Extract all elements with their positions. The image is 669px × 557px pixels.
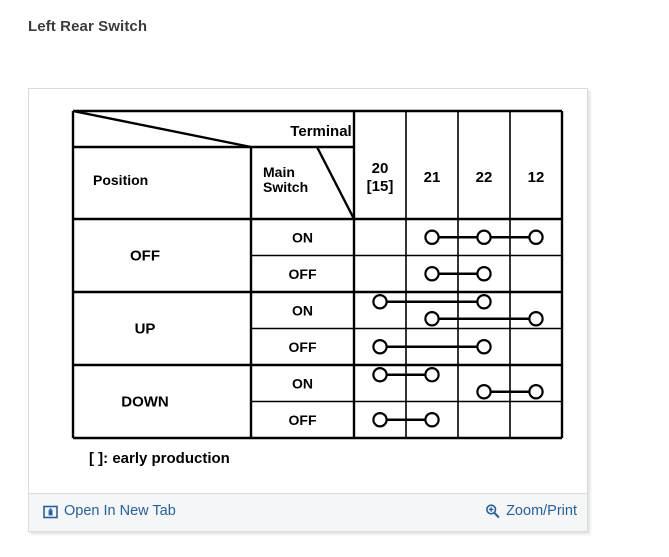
svg-text:ON: ON [292,375,313,391]
svg-text:20: 20 [372,160,389,177]
svg-text:OFF: OFF [289,412,317,428]
svg-text:21: 21 [424,169,441,186]
svg-text:Position: Position [93,172,148,188]
svg-text:OFF: OFF [289,266,317,282]
svg-text:ON: ON [292,302,313,318]
svg-text:OFF: OFF [130,248,160,265]
zoom-print-label: Zoom/Print [506,503,577,519]
external-link-icon [43,504,58,519]
page-title: Left Rear Switch [28,18,148,35]
early-production-note: [ ]: early production [89,450,230,467]
svg-text:12: 12 [528,169,545,186]
zoom-print-link[interactable]: Zoom/Print [485,503,577,519]
magnifier-plus-icon [485,504,500,519]
svg-text:Terminal: Terminal [290,123,351,140]
open-in-new-tab-link[interactable]: Open In New Tab [43,503,176,519]
open-in-new-tab-label: Open In New Tab [64,503,176,519]
svg-text:OFF: OFF [289,339,317,355]
svg-text:Switch: Switch [263,179,308,195]
svg-text:Main: Main [263,164,295,180]
svg-text:22: 22 [476,169,493,186]
svg-text:ON: ON [292,229,313,245]
svg-text:UP: UP [135,321,156,338]
svg-text:[15]: [15] [367,178,394,195]
card-footer: Open In New Tab Zoom/Print [29,493,587,531]
svg-text:DOWN: DOWN [121,394,169,411]
